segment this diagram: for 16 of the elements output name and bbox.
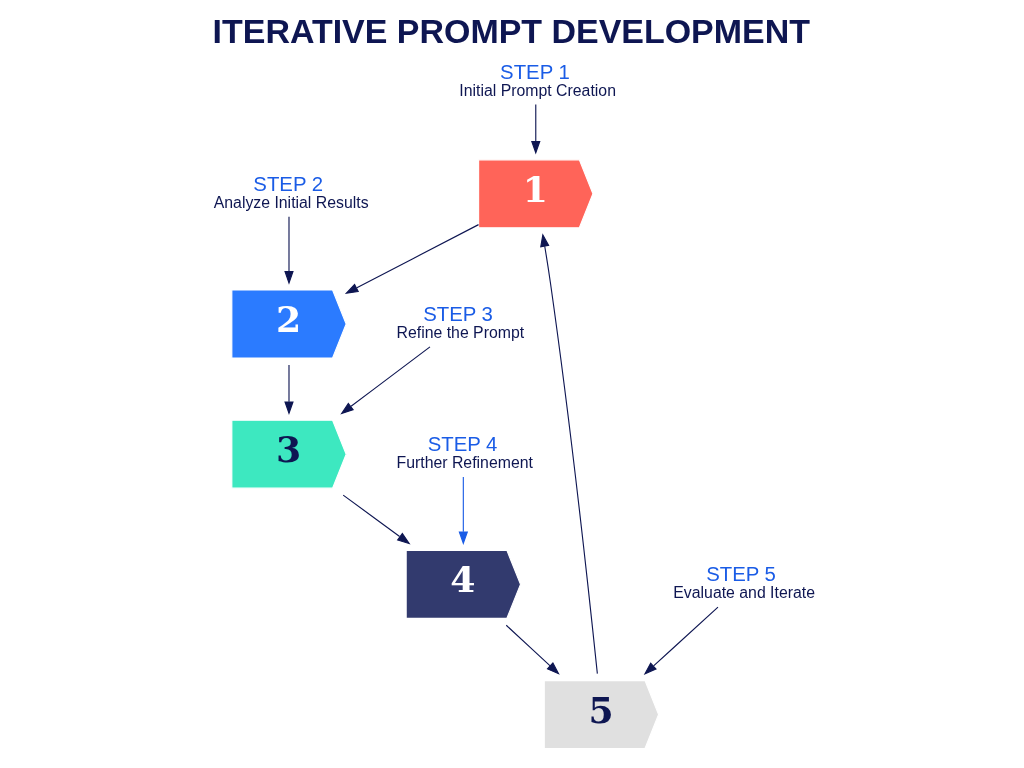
node-text: STEP 2 Analyze Initial Results [213,172,369,211]
arrow [458,476,469,545]
arrow [505,624,560,675]
arrow [531,104,541,155]
arrow [340,346,431,415]
node-text: STEP 5 Evaluate and Iterate [673,563,815,602]
arrow [342,494,411,545]
diagram-title: ITERATIVE PROMPT DEVELOPMENT [212,12,810,51]
node-text: STEP 1 Initial Prompt Creation [459,60,616,99]
arrow [284,216,294,285]
arrow [284,364,294,415]
node-text: STEP 4 Further Refinement [396,433,533,471]
arrow [643,606,719,675]
arrow [540,233,598,675]
arrow [344,224,480,294]
node-text: STEP 3 Refine the Prompt [396,303,525,341]
